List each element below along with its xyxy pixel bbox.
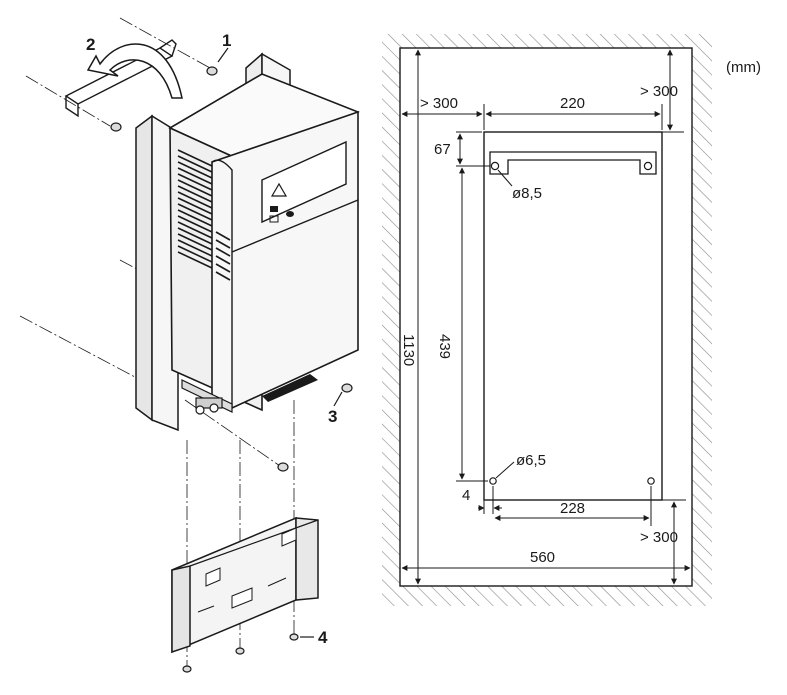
height-holes-label: 439 [436, 334, 453, 359]
dimension-lines [401, 49, 691, 585]
width-top-label: 220 [560, 95, 585, 112]
vent-grille [177, 149, 231, 281]
width-bottom-label: 228 [560, 500, 585, 517]
button-icon [269, 215, 279, 223]
hole-bottom-label: ø6,5 [516, 452, 546, 469]
dimension-drawing: (mm) > 300 220 > 300 67 ø8,5 439 1130 ø6… [382, 34, 761, 606]
display-window [261, 140, 347, 224]
step-label: 4 [318, 628, 328, 647]
step-label: 2 [86, 35, 95, 54]
device-outline [483, 131, 663, 501]
top-offset-label: 67 [434, 141, 451, 158]
wall-bracket [64, 39, 177, 118]
clearance-bottom-label: > 300 [640, 529, 678, 546]
rotate-arrow-icon [86, 43, 183, 99]
logo-icon [286, 211, 294, 217]
clearance-left-label: > 300 [420, 95, 458, 112]
units-label: (mm) [726, 59, 761, 76]
device-housing [168, 73, 360, 415]
screw-icon [110, 66, 353, 673]
mount-hole-icon [643, 161, 653, 171]
warning-icon [270, 182, 288, 197]
height-total-label: 1130 [400, 334, 417, 366]
hole-top-label: ø8,5 [512, 185, 542, 202]
cable-cover [171, 516, 319, 654]
status-led-icon [270, 206, 278, 212]
mounting-view: 1 2 3 4 [19, 17, 360, 673]
step-label: 3 [328, 407, 337, 426]
width-total-label: 560 [530, 549, 555, 566]
mount-hole-icon [647, 477, 655, 485]
mount-hole-icon [489, 477, 497, 485]
clearance-top-label: > 300 [640, 83, 678, 100]
offset-left-label: 4 [462, 487, 470, 504]
step-label: 1 [222, 31, 231, 50]
mount-hole-icon [490, 161, 500, 171]
